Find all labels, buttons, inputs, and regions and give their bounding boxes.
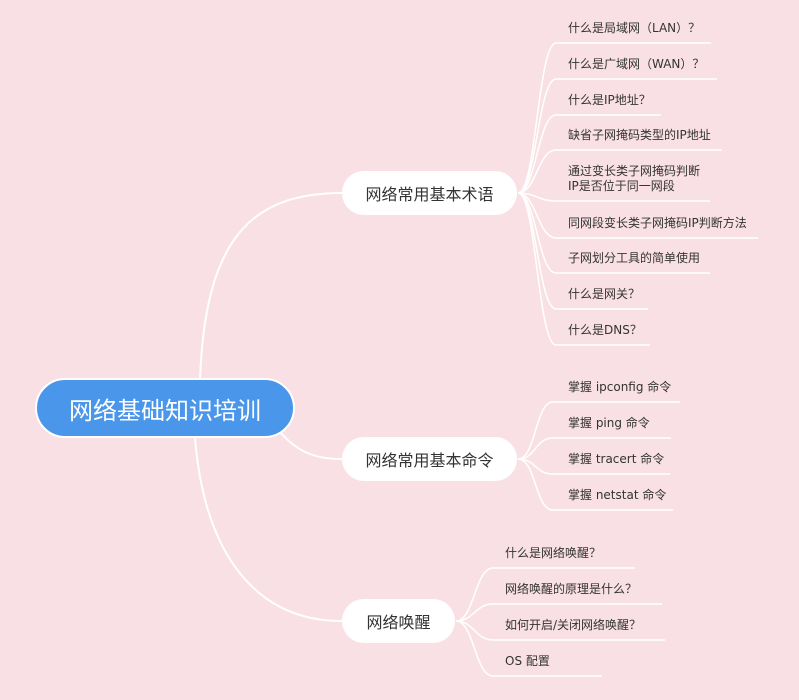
leaf-topic[interactable]: 什么是DNS？: [568, 323, 642, 337]
connector-leaf: [517, 149, 722, 194]
leaf-topic[interactable]: 掌握 tracert 命令: [568, 452, 665, 466]
connector-leaf: [517, 192, 710, 202]
leaf-topic[interactable]: 同网段变长类子网掩码IP判断方法: [568, 216, 747, 230]
connector-leaf: [517, 437, 671, 460]
leaf-topic[interactable]: OS 配置: [505, 654, 550, 668]
leaf-topic[interactable]: 如何开启/关闭网络唤醒？: [505, 618, 642, 632]
connector-leaf: [517, 78, 717, 194]
branch-network-commands[interactable]: 网络常用基本命令: [342, 437, 517, 481]
connector-root-branch-1: [199, 192, 343, 381]
leaf-topic[interactable]: 掌握 ipconfig 命令: [568, 380, 672, 394]
connector-leaf: [517, 401, 680, 460]
leaf-topic[interactable]: 掌握 ping 命令: [568, 416, 650, 430]
connector-root-branch-3: [194, 437, 343, 622]
leaf-topic[interactable]: 什么是局域网（LAN）？: [568, 21, 701, 35]
leaf-topic[interactable]: 什么是广域网（WAN）？: [568, 57, 705, 71]
connector-leaf: [455, 603, 662, 622]
leaf-topic[interactable]: 缺省子网掩码类型的IP地址: [568, 128, 711, 142]
connector-leaf: [517, 192, 650, 346]
connector-leaf: [455, 567, 635, 622]
connector-leaf: [455, 620, 602, 677]
branch-wake-on-lan[interactable]: 网络唤醒: [342, 599, 455, 643]
connector-leaf: [517, 458, 673, 511]
connector-root-branch-2: [279, 431, 343, 460]
leaf-topic[interactable]: 什么是网关？: [568, 287, 641, 301]
leaf-topic[interactable]: 网络唤醒的原理是什么？: [505, 582, 638, 596]
branch-network-terms[interactable]: 网络常用基本术语: [342, 171, 517, 215]
leaf-topic[interactable]: 什么是IP地址？: [568, 93, 651, 107]
connector-leaf: [517, 458, 670, 475]
leaf-topic[interactable]: 什么是网络唤醒？: [505, 546, 602, 560]
connector-leaf: [517, 192, 758, 239]
connector-leaf: [517, 42, 711, 194]
leaf-topic[interactable]: 子网划分工具的简单使用: [568, 251, 701, 265]
connector-leaf: [517, 114, 661, 194]
leaf-topic[interactable]: 掌握 netstat 命令: [568, 488, 667, 502]
connector-leaf: [455, 620, 665, 641]
root-topic[interactable]: 网络基础知识培训: [35, 378, 295, 438]
